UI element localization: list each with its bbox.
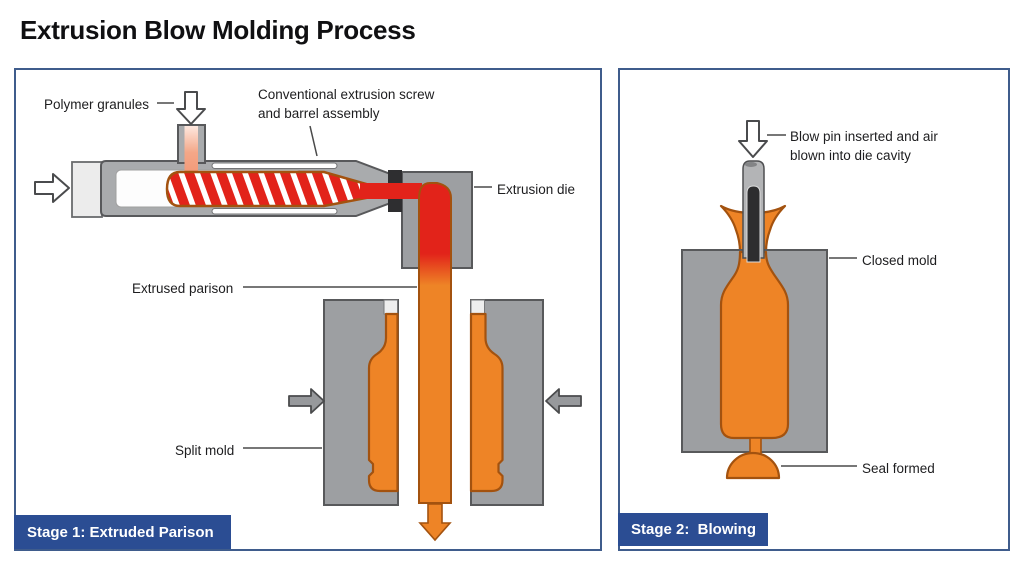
label-screw-assembly: Conventional extrusion screw and barrel … [258, 85, 434, 123]
parison-tube [418, 182, 452, 504]
seal-dome [725, 451, 781, 480]
blown-bottle-cavity [719, 250, 790, 440]
barrel-heater-top [211, 162, 338, 169]
label-closed-mold: Closed mold [862, 253, 938, 268]
neck-insert-left [383, 299, 398, 315]
die-clamp-bottom [388, 199, 402, 212]
blow-pin-opening [745, 162, 757, 167]
label-extruded-parison: Extrused parison [132, 281, 234, 296]
label-screw-assembly-line2: and barrel assembly [258, 106, 380, 121]
air-blow-arrow-icon [738, 120, 768, 158]
melt-channel [360, 183, 422, 199]
stage2-badge: Stage 2: Blowing [618, 513, 768, 546]
air-channel [746, 185, 761, 263]
label-blow-pin: Blow pin inserted and air blown into die… [790, 127, 938, 165]
label-blow-pin-line2: blown into die cavity [790, 148, 911, 163]
granule-drop-arrow-icon [176, 91, 206, 125]
page-title: Extrusion Blow Molding Process [20, 15, 416, 45]
mold-close-arrow-right-icon [545, 388, 582, 414]
barrel-heater-bottom [211, 208, 338, 215]
drive-block [71, 161, 103, 218]
parison-down-arrow-icon [418, 503, 452, 542]
bottle-cavity-right [469, 312, 504, 493]
mold-close-arrow-left-icon [288, 388, 325, 414]
label-extrusion-die: Extrusion die [497, 182, 576, 197]
stage1-badge: Stage 1: Extruded Parison [14, 515, 231, 549]
die-clamp-top [388, 170, 402, 183]
label-split-mold: Split mold [175, 443, 235, 458]
feed-arrow-icon [34, 173, 70, 203]
label-polymer-granules: Polymer granules [44, 97, 150, 112]
label-screw-assembly-line1: Conventional extrusion screw [258, 87, 435, 102]
screw-assembly-leader [309, 125, 318, 157]
label-blow-pin-line1: Blow pin inserted and air [790, 129, 938, 144]
label-seal-formed: Seal formed [862, 461, 935, 476]
neck-insert-right [470, 299, 485, 315]
bottle-cavity-left [367, 312, 399, 493]
extrusion-screw [165, 170, 368, 208]
